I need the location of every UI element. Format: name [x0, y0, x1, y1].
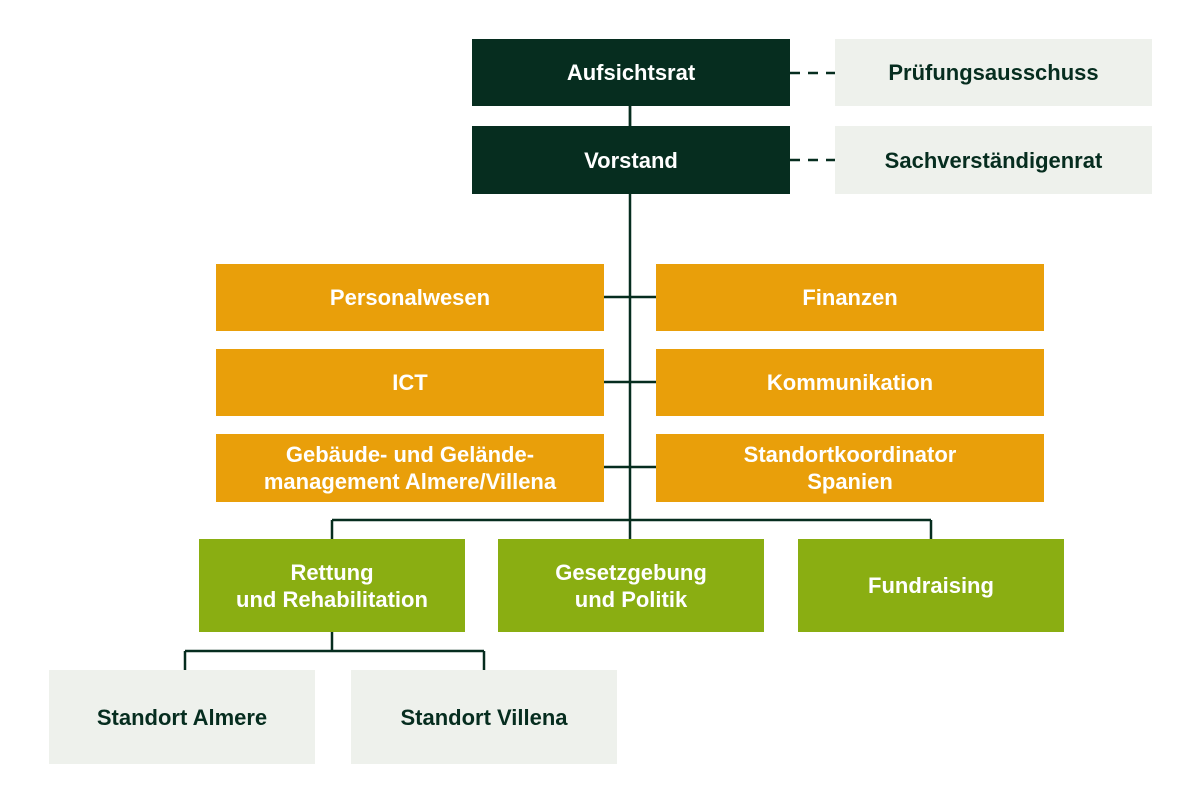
node-standortkoordinator: Standortkoordinator Spanien [656, 434, 1044, 502]
node-personalwesen-label: Personalwesen [329, 285, 491, 310]
node-pruefungsausschuss: Prüfungsausschuss [835, 39, 1152, 106]
node-vorstand-label: Vorstand [584, 147, 678, 173]
node-rettung: Rettung und Rehabilitation [199, 539, 465, 632]
node-fundraising-label: Fundraising [868, 573, 994, 598]
node-standortkoordinator-label: Standortkoordinator Spanien [743, 442, 957, 494]
node-gesetzgebung-label: Gesetzgebung und Politik [555, 559, 707, 612]
node-standort-almere: Standort Almere [49, 670, 315, 764]
node-standort-villena-label: Standort Villena [400, 704, 568, 730]
node-sachverstaendigenrat-label: Sachverständigenrat [884, 147, 1103, 173]
node-kommunikation: Kommunikation [656, 349, 1044, 416]
node-aufsichtsrat-label: Aufsichtsrat [566, 60, 696, 85]
node-finanzen-label: Finanzen [802, 285, 898, 310]
node-kommunikation-label: Kommunikation [766, 370, 934, 395]
node-standort-villena: Standort Villena [351, 670, 617, 764]
node-gebaeude-gelaende: Gebäude- und Gelände- management Almere/… [216, 434, 604, 502]
node-ict: ICT [216, 349, 604, 416]
node-sachverstaendigenrat: Sachverständigenrat [835, 126, 1152, 194]
node-rettung-label: Rettung und Rehabilitation [236, 559, 428, 612]
node-aufsichtsrat: Aufsichtsrat [472, 39, 790, 106]
node-standort-almere-label: Standort Almere [96, 704, 268, 730]
node-finanzen: Finanzen [656, 264, 1044, 331]
node-gebaeude-gelaende-label: Gebäude- und Gelände- management Almere/… [263, 442, 557, 494]
node-personalwesen: Personalwesen [216, 264, 604, 331]
node-gesetzgebung: Gesetzgebung und Politik [498, 539, 764, 632]
node-pruefungsausschuss-label: Prüfungsausschuss [888, 60, 1099, 85]
node-vorstand: Vorstand [472, 126, 790, 194]
node-fundraising: Fundraising [798, 539, 1064, 632]
node-ict-label: ICT [392, 370, 428, 395]
